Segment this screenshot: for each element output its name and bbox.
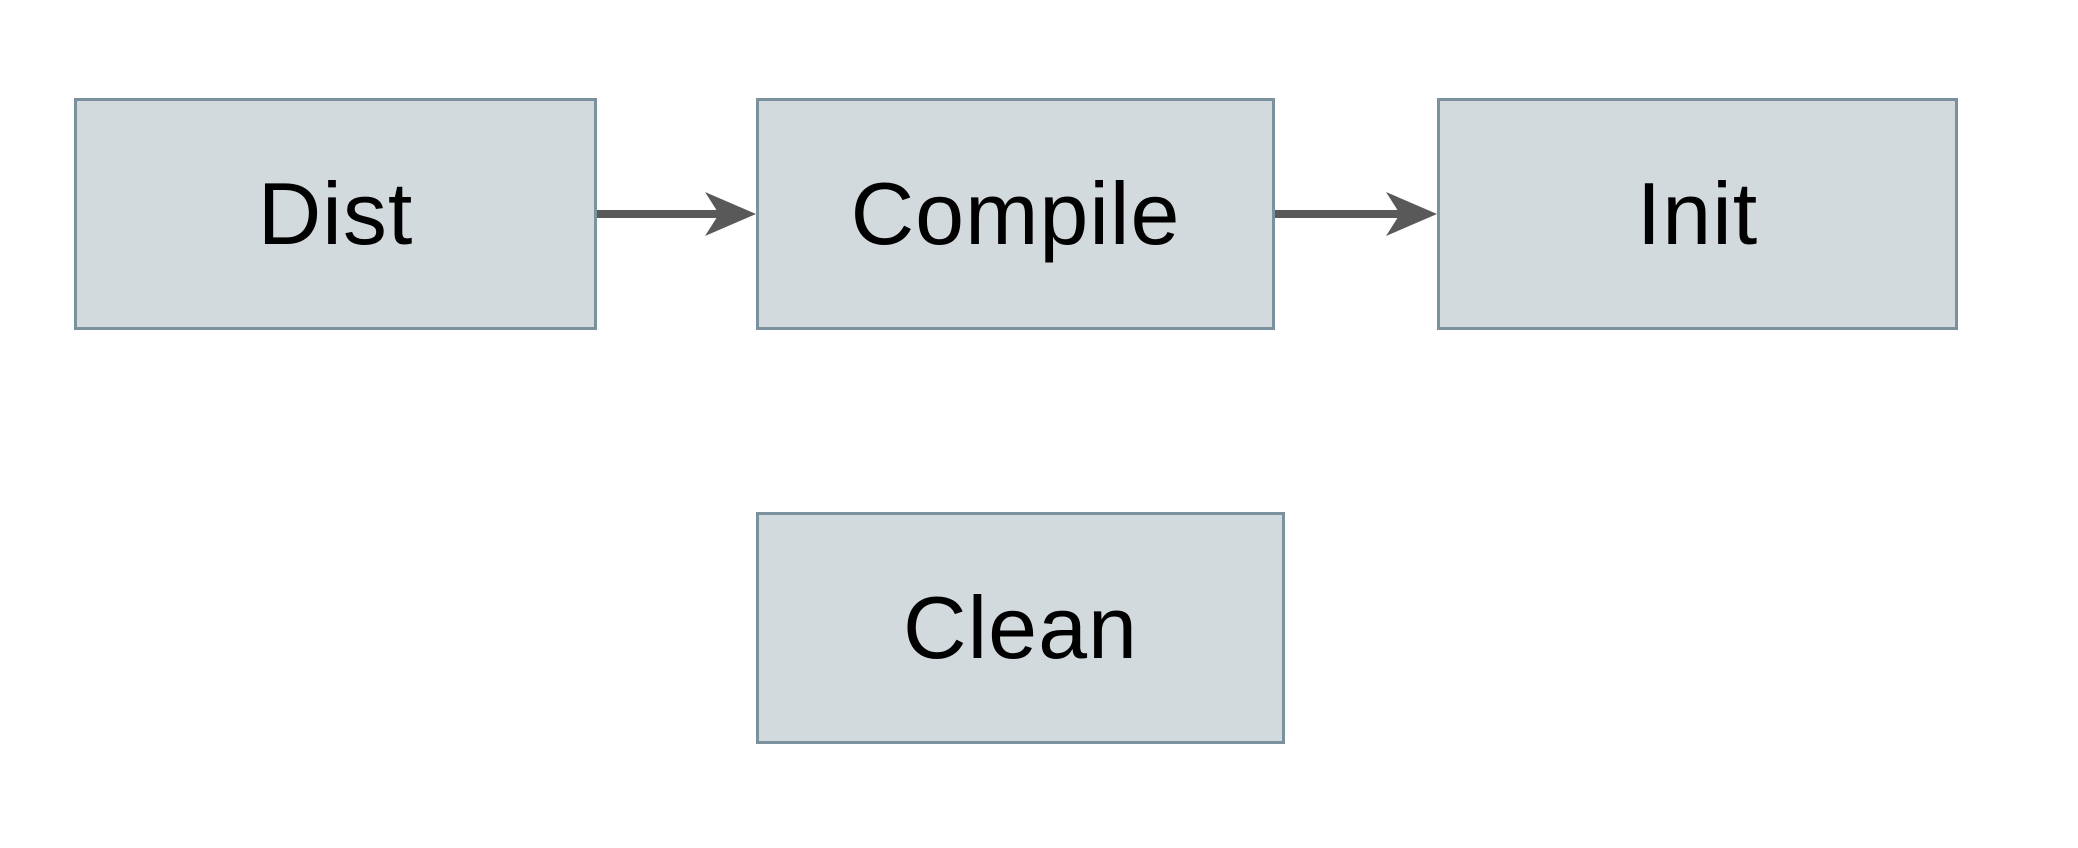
node-dist-label: Dist — [257, 164, 414, 263]
connector-arrow-dist-to-compile[interactable] — [597, 182, 756, 246]
node-compile[interactable]: Compile — [756, 98, 1275, 330]
arrowhead-icon — [705, 192, 756, 236]
node-clean[interactable]: Clean — [756, 512, 1285, 744]
arrow-shaft — [597, 210, 719, 218]
node-clean-label: Clean — [903, 578, 1138, 677]
arrow-shaft — [1275, 210, 1400, 218]
node-dist[interactable]: Dist — [74, 98, 597, 330]
node-compile-label: Compile — [850, 164, 1181, 263]
connector-arrow-compile-to-init[interactable] — [1275, 182, 1437, 246]
node-init[interactable]: Init — [1437, 98, 1958, 330]
arrowhead-icon — [1386, 192, 1437, 236]
node-init-label: Init — [1636, 164, 1759, 263]
